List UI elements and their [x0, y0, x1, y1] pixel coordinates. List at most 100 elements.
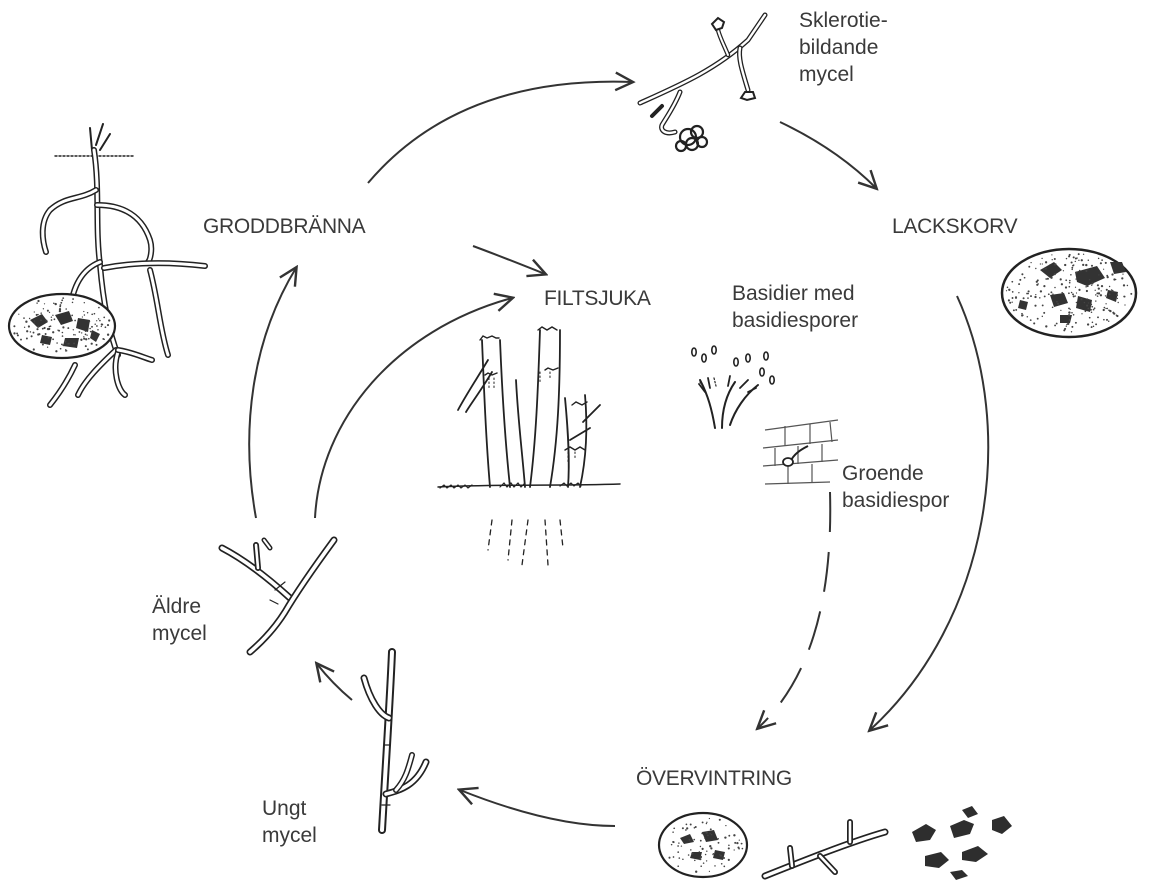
stipple-dot: [20, 339, 22, 341]
stipple-dot: [1060, 278, 1062, 280]
stipple-dot: [73, 329, 74, 330]
stipple-dot: [1044, 295, 1046, 297]
stipple-dot: [57, 330, 58, 331]
stipple-dot: [13, 332, 15, 334]
stipple-dot: [33, 348, 35, 350]
stipple-dot: [1092, 322, 1094, 324]
stipple-dot: [709, 871, 710, 872]
stipple-dot: [694, 860, 696, 862]
stipple-dot: [702, 848, 704, 850]
stipple-dot: [1091, 265, 1093, 267]
stipple-dot: [89, 328, 91, 330]
stipple-dot: [1042, 316, 1043, 317]
stipple-dot: [108, 319, 110, 321]
stipple-dot: [33, 332, 35, 334]
stipple-dot: [1090, 303, 1092, 305]
stipple-dot: [43, 308, 44, 309]
stipple-dot: [36, 302, 37, 303]
note-sklerotie: Sklerotie- bildande mycel: [799, 8, 888, 89]
stipple-dot: [36, 328, 38, 330]
stipple-dot: [1050, 264, 1051, 265]
stipple-dot: [709, 833, 710, 834]
stipple-dot: [1087, 285, 1089, 287]
stipple-dot: [67, 343, 68, 344]
stipple-dot: [107, 324, 109, 326]
stage-label-groddbranna: GRODDBRÄNNA: [203, 214, 365, 241]
stipple-dot: [1071, 292, 1073, 294]
stipple-dot: [1109, 286, 1110, 287]
stipple-dot: [1101, 290, 1102, 291]
stipple-dot: [73, 342, 75, 344]
stipple-dot: [66, 350, 68, 352]
stipple-dot: [1036, 281, 1038, 283]
tuber-left: [9, 294, 115, 358]
stipple-dot: [37, 300, 39, 302]
stipple-dot: [1095, 294, 1097, 296]
stipple-dot: [60, 348, 62, 350]
stipple-dot: [82, 316, 83, 317]
stipple-dot: [65, 308, 67, 310]
stipple-dot: [678, 842, 679, 843]
stipple-dot: [1068, 311, 1070, 313]
stipple-dot: [704, 838, 705, 839]
stipple-dot: [1054, 263, 1056, 265]
stipple-dot: [1085, 310, 1087, 312]
stipple-dot: [1057, 303, 1059, 305]
stipple-dot: [62, 335, 64, 337]
stipple-dot: [1054, 287, 1056, 289]
stipple-dot: [83, 336, 84, 337]
overwintering-tuber: [659, 813, 747, 877]
stipple-dot: [34, 311, 35, 312]
stipple-dot: [75, 334, 76, 335]
stipple-dot: [1109, 293, 1111, 295]
stipple-dot: [85, 345, 87, 347]
stipple-dot: [1088, 259, 1089, 260]
stipple-dot: [686, 827, 688, 829]
stipple-dot: [1117, 302, 1118, 303]
stipple-dot: [1081, 259, 1083, 261]
stipple-dot: [1066, 326, 1067, 327]
stipple-dot: [72, 302, 74, 304]
stipple-dot: [1065, 279, 1067, 281]
stipple-dot: [1075, 295, 1076, 296]
stipple-dot: [1085, 286, 1086, 287]
stipple-dot: [1076, 257, 1077, 258]
stipple-dot: [717, 838, 719, 840]
stipple-dot: [1068, 286, 1070, 288]
stipple-dot: [693, 839, 695, 841]
stipple-dot: [1084, 302, 1085, 303]
stipple-dot: [691, 852, 693, 854]
stipple-dot: [679, 857, 681, 859]
stipple-dot: [105, 326, 107, 328]
stipple-dot: [1027, 297, 1029, 299]
stipple-dot: [1076, 292, 1077, 293]
stipple-dot: [1086, 305, 1088, 307]
stipple-dot: [48, 328, 50, 330]
stipple-dot: [23, 317, 25, 319]
stipple-dot: [706, 822, 707, 823]
stipple-dot: [1093, 326, 1095, 328]
arrow-sklerotie-to-lackskorv: [780, 122, 876, 188]
stipple-dot: [88, 338, 90, 340]
stipple-dot: [699, 858, 701, 860]
stipple-dot: [682, 827, 684, 829]
stipple-dot: [1079, 270, 1081, 272]
stipple-dot: [26, 338, 28, 340]
stipple-dot: [1111, 289, 1112, 290]
stipple-dot: [103, 317, 105, 319]
stipple-dot: [1103, 309, 1105, 311]
stipple-dot: [720, 855, 722, 857]
stipple-dot: [1034, 296, 1036, 298]
stipple-dot: [1015, 296, 1017, 298]
stipple-dot: [673, 856, 675, 858]
stipple-dot: [728, 847, 730, 849]
stipple-dot: [1045, 325, 1047, 327]
stipple-dot: [668, 857, 670, 859]
arrow-groddbranna-to-sklerotie: [368, 82, 632, 183]
stipple-dot: [37, 333, 39, 335]
stipple-dot: [72, 298, 74, 300]
stipple-dot: [1090, 309, 1092, 311]
stipple-dot: [1019, 279, 1021, 281]
stipple-dot: [1104, 307, 1106, 309]
stipple-dot: [96, 325, 98, 327]
